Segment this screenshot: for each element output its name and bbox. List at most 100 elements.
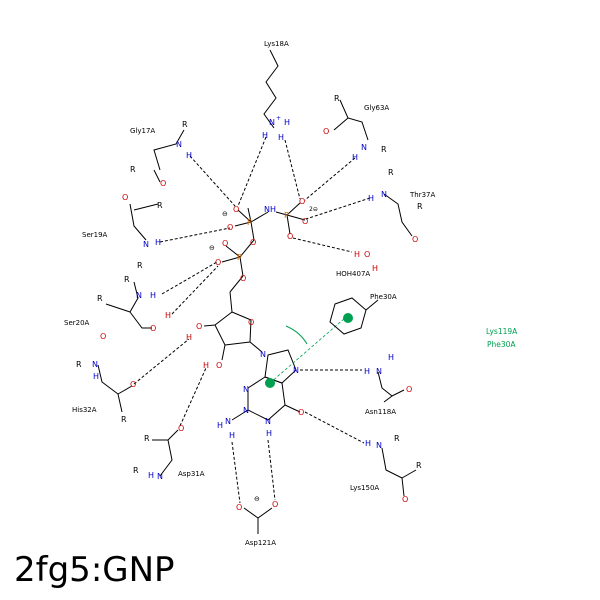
label-gly63: Gly63A — [364, 104, 389, 112]
svg-text:H: H — [352, 153, 358, 162]
label-ser20: Ser20A — [64, 319, 90, 327]
label-lys150: Lys150A — [350, 484, 379, 492]
svg-text:R: R — [97, 294, 103, 303]
svg-text:O: O — [250, 238, 256, 247]
svg-text:R: R — [133, 466, 139, 475]
svg-text:O: O — [287, 232, 293, 241]
svg-text:H: H — [229, 431, 235, 440]
svg-text:N: N — [243, 406, 249, 415]
hydrogen-bonds — [133, 136, 371, 504]
svg-text:O: O — [178, 424, 184, 433]
svg-text:N: N — [293, 366, 299, 375]
svg-text:H: H — [155, 238, 161, 247]
svg-text:R: R — [182, 120, 188, 129]
svg-text:R: R — [124, 275, 130, 284]
svg-text:O: O — [160, 179, 166, 188]
ligand-atom-labels: P P P NH O O O O O O O O O O O O N N N N… — [165, 197, 318, 440]
svg-text:N: N — [157, 472, 163, 481]
svg-text:O: O — [302, 217, 308, 226]
svg-text:H: H — [186, 151, 192, 160]
label-gly17: Gly17A — [130, 127, 155, 135]
svg-text:H: H — [266, 429, 272, 438]
label-his32: His32A — [72, 406, 97, 414]
svg-text:N: N — [143, 240, 149, 249]
svg-text:N: N — [265, 417, 271, 426]
svg-text:O: O — [248, 318, 254, 327]
svg-text:R: R — [137, 261, 143, 270]
label-ser19: Ser19A — [82, 231, 108, 239]
ligand-gnp — [203, 202, 306, 421]
pi-legend: Lys119A Phe30A — [486, 327, 518, 349]
svg-text:H: H — [148, 471, 154, 480]
residue-labels: Lys18A Gly63A Gly17A Thr37A Ser19A HOH40… — [64, 40, 435, 547]
svg-text:N: N — [381, 190, 387, 199]
svg-text:H: H — [203, 361, 209, 370]
svg-text:H: H — [262, 131, 268, 140]
label-asp31: Asp31A — [178, 470, 205, 478]
svg-text:H: H — [354, 250, 360, 259]
svg-text:R: R — [130, 165, 136, 174]
svg-text:R: R — [394, 434, 400, 443]
svg-text:R: R — [416, 461, 422, 470]
pi-interaction — [265, 313, 353, 388]
label-thr37: Thr37A — [409, 191, 435, 199]
svg-text:O: O — [130, 380, 136, 389]
svg-text:N: N — [269, 118, 275, 127]
svg-text:R: R — [157, 201, 163, 210]
svg-text:2⊖: 2⊖ — [309, 206, 318, 213]
svg-text:O: O — [272, 500, 278, 509]
svg-text:H: H — [150, 291, 156, 300]
svg-text:H: H — [278, 133, 284, 142]
svg-text:H: H — [186, 333, 192, 342]
svg-text:O: O — [227, 223, 233, 232]
svg-text:N: N — [225, 417, 231, 426]
residue-fragments: N + H H H R O N R H R O N R H N R H R O … — [76, 49, 423, 534]
pi-legend-item: Lys119A — [486, 327, 518, 336]
svg-text:O: O — [298, 408, 304, 417]
label-asn118: Asn118A — [365, 408, 396, 416]
svg-text:O: O — [233, 205, 239, 214]
svg-text:P: P — [237, 253, 242, 262]
svg-text:+: + — [276, 115, 281, 122]
svg-text:NH: NH — [264, 205, 276, 214]
svg-text:H: H — [388, 353, 394, 362]
svg-text:O: O — [406, 385, 412, 394]
svg-text:⊖: ⊖ — [254, 495, 260, 503]
svg-text:R: R — [334, 94, 340, 103]
svg-text:N: N — [260, 350, 266, 359]
svg-text:O: O — [100, 332, 106, 341]
svg-text:O: O — [150, 324, 156, 333]
svg-text:H: H — [368, 194, 374, 203]
label-hoh407: HOH407A — [336, 270, 370, 278]
svg-text:H: H — [284, 118, 290, 127]
svg-text:H: H — [364, 367, 370, 376]
svg-text:O: O — [215, 258, 221, 267]
svg-text:O: O — [236, 503, 242, 512]
svg-text:N: N — [243, 385, 249, 394]
svg-text:N: N — [92, 360, 98, 369]
svg-text:N: N — [376, 367, 382, 376]
svg-text:R: R — [417, 202, 423, 211]
svg-text:O: O — [402, 495, 408, 504]
label-lys18: Lys18A — [264, 40, 289, 48]
label-phe30: Phe30A — [370, 293, 397, 301]
svg-text:⊖: ⊖ — [222, 210, 228, 218]
svg-text:O: O — [122, 193, 128, 202]
svg-text:N: N — [376, 441, 382, 450]
svg-text:O: O — [216, 361, 222, 370]
page-title: 2fg5:GNP — [14, 550, 175, 590]
svg-text:R: R — [121, 415, 127, 424]
svg-text:H: H — [365, 439, 371, 448]
svg-text:O: O — [196, 322, 202, 331]
svg-text:O: O — [412, 235, 418, 244]
pi-legend-item: Phe30A — [487, 340, 516, 349]
svg-text:P: P — [247, 218, 252, 227]
svg-text:O: O — [323, 127, 329, 136]
svg-text:R: R — [76, 360, 82, 369]
svg-text:H: H — [372, 264, 378, 273]
svg-text:O: O — [222, 239, 228, 248]
svg-text:H: H — [93, 372, 99, 381]
svg-text:N: N — [176, 140, 182, 149]
svg-text:P: P — [284, 211, 289, 220]
